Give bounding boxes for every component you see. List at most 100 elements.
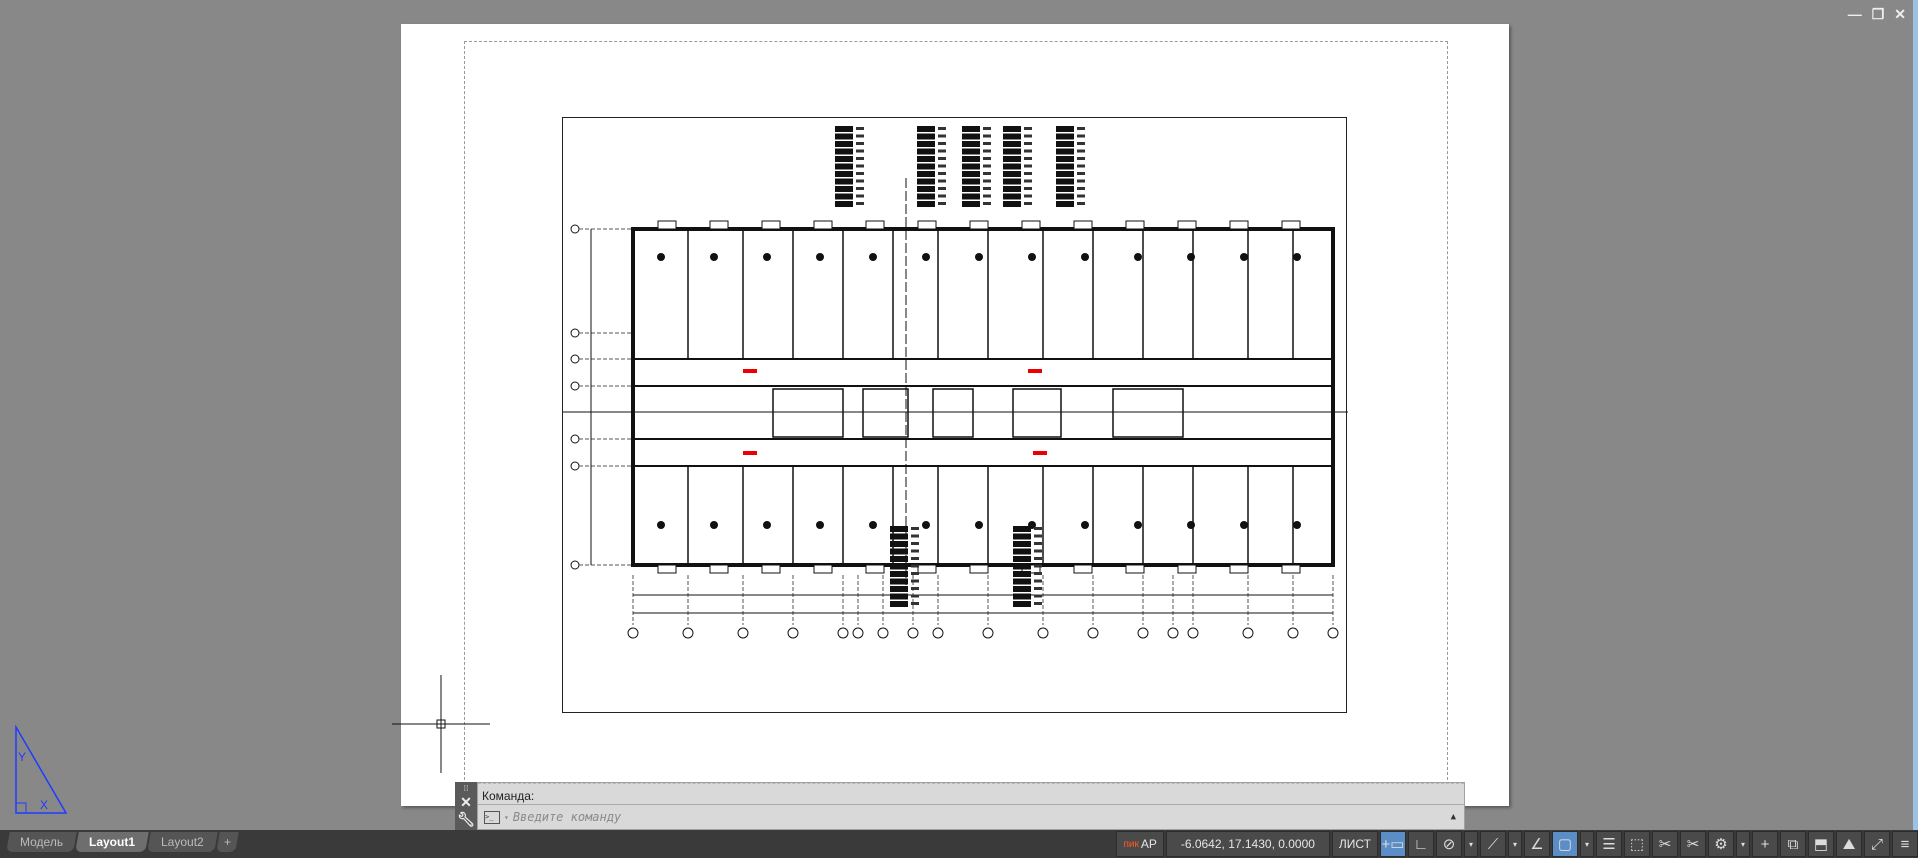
chevron-down-icon[interactable]: ▾ [1464,831,1478,857]
chevron-down-icon[interactable]: ▾ [1508,831,1522,857]
elevation-value [1024,179,1032,183]
ortho-icon[interactable]: ∟ [1408,831,1434,857]
elevation-value [983,127,991,130]
elevation-tag [1003,201,1021,207]
elevation-tag [962,178,980,185]
axis-marker [1167,627,1179,639]
annotation-scale-icon[interactable]: ✂ [1652,831,1678,857]
elevation-value [911,549,919,553]
elevation-value [1077,157,1085,160]
elevation-tag [917,171,935,177]
elevation-tag [1013,533,1031,540]
command-line-handle[interactable]: ⁞⁞ ✕ 🔧︎ [455,782,477,830]
prompt-icon[interactable]: >_ [484,810,500,824]
elevation-tag [835,171,853,177]
elevation-tag [1013,541,1031,547]
hardware-accel-icon[interactable]: ⬒ [1808,831,1834,857]
chevron-down-icon[interactable]: ▾ [504,812,509,822]
command-placeholder[interactable]: Введите команду [512,810,622,824]
elevation-value [938,179,946,183]
angle-icon[interactable]: ∠ [1524,831,1550,857]
lineweight-icon[interactable]: ☰ [1596,831,1622,857]
close-button[interactable]: ✕ [1894,6,1906,22]
add-layout-button[interactable]: + [216,832,239,852]
axis-marker [1037,627,1049,639]
room-tag [869,253,877,261]
osnap-track-icon[interactable]: ⟋ [1480,831,1506,857]
elevation-tag [917,156,935,162]
menu-icon[interactable]: ≡ [1892,831,1918,857]
window [1281,564,1301,574]
paper-space-toggle[interactable]: ЛИСТ [1331,831,1378,857]
selection-icon[interactable]: ⬚ [1624,831,1650,857]
ucs-x-label: X [40,798,48,812]
room-tag [1240,521,1248,529]
elevation-value [1034,527,1042,530]
tab-model[interactable]: Модель [6,832,77,852]
elevation-tag [835,133,853,140]
tab-layout1[interactable]: Layout1 [75,832,149,852]
window [1073,220,1093,230]
elevation-value [1024,202,1032,205]
elevation-value [911,587,919,590]
red-label [743,369,757,373]
elevation-tag [962,171,980,177]
elevation-tag [1056,133,1074,140]
room-tag [1081,521,1089,529]
viewport-frame[interactable] [562,117,1348,713]
window [761,220,781,230]
elevation-tag [835,186,853,192]
chevron-down-icon[interactable]: ▾ [1580,831,1594,857]
polar-icon[interactable]: ⊘ [1436,831,1462,857]
tab-layout2[interactable]: Layout2 [147,832,218,852]
elevation-value [911,557,919,560]
wrench-icon[interactable]: 🔧︎ [457,811,475,827]
window [917,564,937,574]
window [969,564,989,574]
restore-button[interactable]: ❐ [1871,6,1885,22]
elevation-tag [890,533,908,540]
plus-icon[interactable]: + [1752,831,1778,857]
coordinates-readout[interactable]: -6.0642, 17.1430, 0.0000 [1165,831,1330,857]
elevation-value [983,164,991,168]
elevation-value [983,179,991,183]
viewport-edge [1913,0,1918,830]
clean-screen-warning-icon[interactable]: ⛰ [1836,831,1862,857]
chevron-down-icon[interactable]: ▾ [1736,831,1750,857]
elevation-value [983,194,991,198]
isolate-icon[interactable]: ⧉ [1780,831,1806,857]
room-tag [975,521,983,529]
elevation-value [938,134,946,138]
elevation-value [1077,134,1085,138]
elevation-value [911,579,919,583]
elevation-value [856,194,864,198]
command-close-icon[interactable]: ✕ [460,793,472,810]
elevation-value [1034,557,1042,560]
elevation-tag [1003,186,1021,192]
stair-core [932,388,974,438]
annotation-visibility-icon[interactable]: ✂ [1680,831,1706,857]
elevation-tag [962,148,980,155]
elevation-value [938,157,946,160]
elevation-tag [890,563,908,570]
gear-icon[interactable]: ⚙ [1708,831,1734,857]
expand-history-icon[interactable]: ▲ [1450,812,1456,822]
fullscreen-icon[interactable]: ⤢ [1864,831,1890,857]
elevation-tag [917,148,935,155]
model-grid-icon[interactable]: +▭ [1380,831,1406,857]
command-input[interactable]: >_ ▾ Введите команду ▲ [478,805,1464,829]
axis-marker [1242,627,1254,639]
floor-plan-drawing [563,126,1348,639]
axis-marker [1187,627,1199,639]
minimize-button[interactable]: — [1847,6,1862,22]
ucs-icon: Y X [15,725,68,814]
elevation-value [856,127,864,130]
elevation-tag [1013,601,1031,607]
window [969,220,989,230]
elevation-tag [962,141,980,147]
elevation-value [1024,134,1032,138]
axis-marker [737,627,749,639]
elevation-tag [1056,186,1074,192]
object-snap-icon[interactable]: ▢ [1552,831,1578,857]
